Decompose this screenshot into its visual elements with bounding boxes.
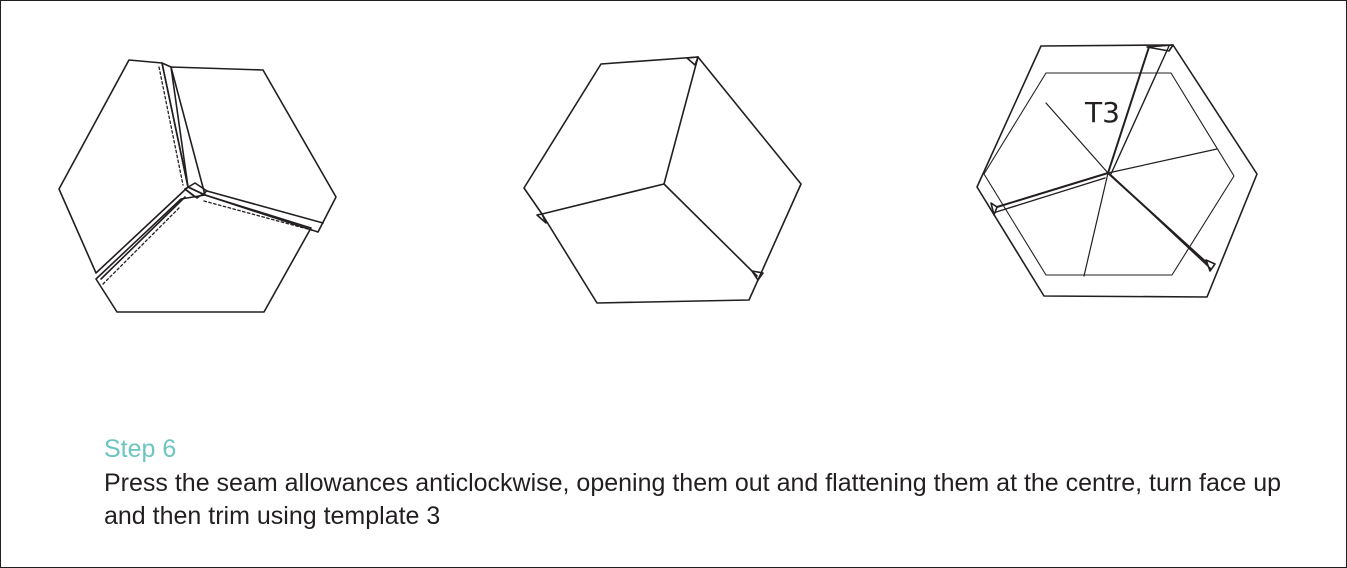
seam-edge-right [206, 190, 324, 224]
hexagon-diagram-face-up [523, 56, 802, 304]
hex-piece-top-right [170, 66, 337, 233]
template-label: T3 [1084, 96, 1120, 129]
seam-edge-left [100, 196, 186, 280]
stitch-line-right [203, 200, 316, 232]
hex-outline [523, 56, 802, 304]
seam-top-outer [1110, 45, 1170, 175]
diagram-area: T3 [1, 1, 1346, 341]
template-line-bottom [1083, 172, 1109, 277]
tab-left [990, 202, 998, 216]
tab-top [1146, 44, 1174, 52]
seam-right [663, 183, 758, 277]
seam-top [1107, 46, 1150, 174]
template-3-outline [983, 72, 1235, 276]
tab-top [686, 56, 699, 66]
tab-right [751, 270, 764, 281]
centre-square-edge [184, 188, 196, 198]
step-title: Step 6 [104, 435, 177, 463]
seam-right-outer [1111, 175, 1212, 270]
template-line-top-left [1045, 102, 1109, 174]
seam-allowance-top [161, 62, 206, 196]
hexagon-diagram-pressed-seams [58, 59, 337, 313]
seam-left [996, 172, 1109, 208]
stitch-line-left [102, 207, 180, 285]
step-instructions: Press the seam allowances anticlockwise,… [104, 469, 1282, 530]
seam-left-outer [992, 177, 1106, 214]
seam-top [663, 56, 699, 185]
tab-left [536, 213, 547, 224]
hexagon-diagram-template: T3 [976, 44, 1258, 298]
seam-left [541, 183, 665, 215]
hex-piece-left [58, 59, 189, 274]
stitch-line-top [158, 66, 184, 186]
tab-right [1205, 259, 1216, 272]
template-line-right [1107, 148, 1218, 174]
